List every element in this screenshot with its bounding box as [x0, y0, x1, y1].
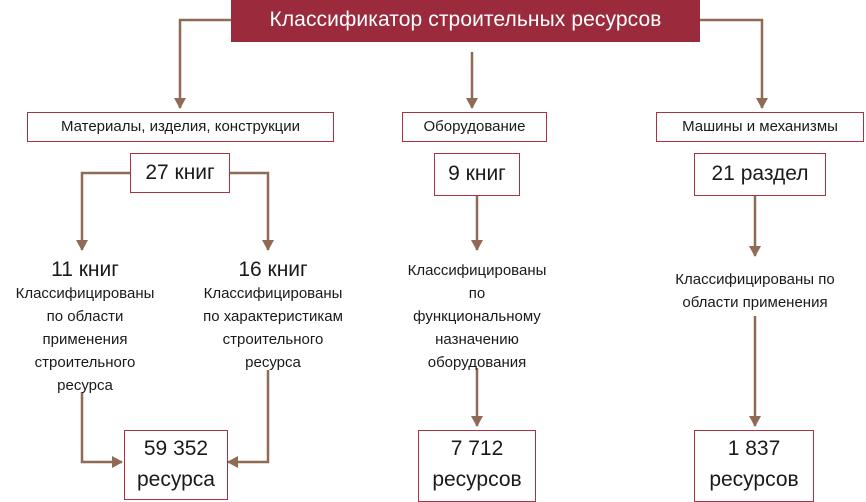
count-materials: 27 книг: [130, 153, 230, 193]
category-equipment: Оборудование: [402, 112, 547, 142]
sub-branch-desc-line: строительного: [222, 331, 324, 348]
total-materials-unit: ресурса: [137, 468, 215, 491]
equipment-desc-line: Классифицированы: [407, 262, 547, 279]
total-equipment-value: 7 712: [450, 437, 504, 460]
total-machines: 1 837 ресурсов: [694, 430, 814, 502]
total-machines-unit: ресурсов: [709, 468, 799, 491]
sub-branch-desc-line: применения: [42, 331, 128, 348]
sub-branch-characteristics: 16 книг Классифицированы по характеристи…: [178, 258, 368, 374]
total-materials: 59 352 ресурса: [124, 430, 228, 500]
machines-desc-line: Классифицированы по: [675, 271, 835, 288]
equipment-desc-line: по: [468, 285, 486, 302]
sub-branch-desc-line: по характеристикам: [203, 308, 343, 325]
sub-branch-desc-line: Классифицированы: [203, 285, 343, 302]
sub-branch-desc-line: ресурса: [57, 377, 113, 394]
sub-branch-title: 11 книг: [51, 258, 119, 281]
equipment-desc-line: функциональному: [413, 308, 541, 325]
equipment-description: Классифицированы по функциональному назн…: [385, 259, 569, 374]
category-machines: Машины и механизмы: [656, 112, 864, 142]
sub-branch-desc-line: строительного: [34, 354, 136, 371]
sub-branch-desc-line: ресурса: [245, 354, 301, 371]
total-machines-value: 1 837: [727, 437, 781, 460]
equipment-desc-line: оборудования: [427, 354, 527, 371]
page-title: Классификатор строительных ресурсов: [231, 0, 700, 42]
machines-description: Классифицированы по области применения: [655, 268, 855, 314]
category-materials: Материалы, изделия, конструкции: [27, 112, 334, 142]
total-materials-value: 59 352: [143, 437, 209, 460]
sub-branch-desc-line: Классифицированы: [15, 285, 155, 302]
count-equipment: 9 книг: [434, 153, 520, 196]
total-equipment: 7 712 ресурсов: [418, 430, 536, 502]
count-machines: 21 раздел: [694, 153, 826, 196]
total-equipment-unit: ресурсов: [432, 468, 522, 491]
sub-branch-title: 16 книг: [238, 258, 308, 281]
sub-branch-desc-line: по области: [46, 308, 124, 325]
sub-branch-application: 11 книг Классифицированы по области прим…: [0, 258, 170, 397]
equipment-desc-line: назначению: [435, 331, 519, 348]
machines-desc-line: области применения: [682, 294, 828, 311]
